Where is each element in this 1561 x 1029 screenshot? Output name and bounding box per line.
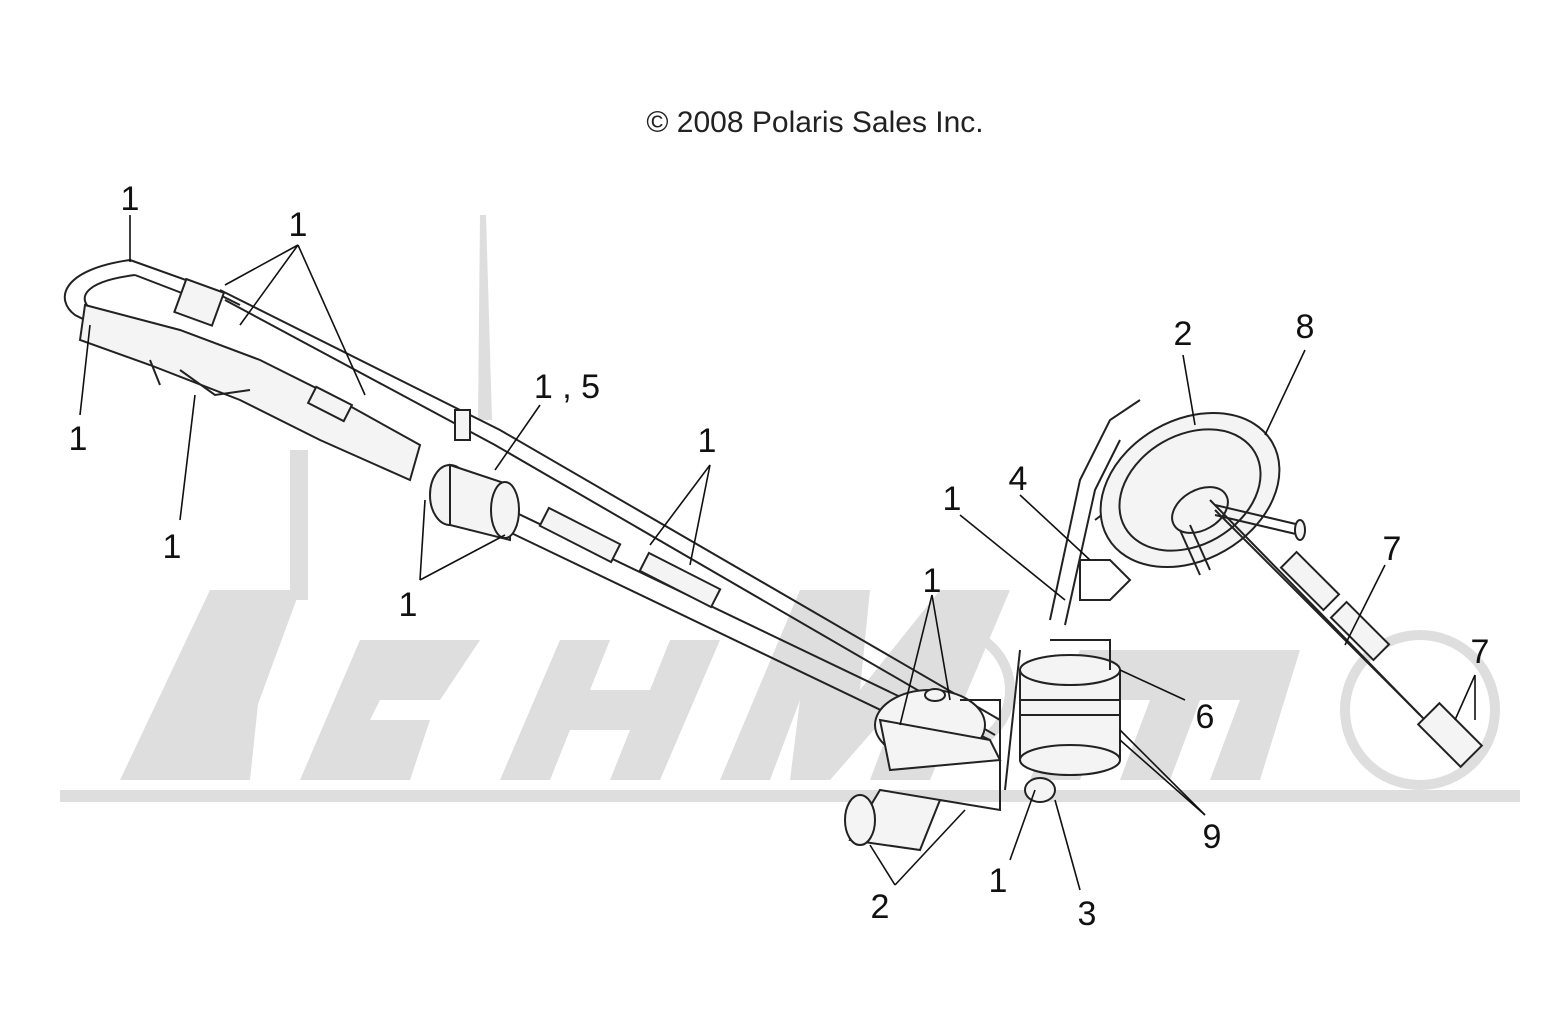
- leader-lines: [79, 215, 1476, 891]
- callout-label: 1: [989, 862, 1008, 900]
- callout-label: 2: [1174, 315, 1193, 353]
- callout-label: 1: [923, 562, 942, 600]
- inline-filter: [429, 409, 520, 542]
- watermark-logo: [60, 215, 1520, 802]
- callout-label: 2: [871, 888, 890, 926]
- fuel-pump: [1004, 639, 1121, 803]
- callout-label: 1: [121, 180, 140, 218]
- callout-label: 1: [69, 420, 88, 458]
- callout-label: 7: [1383, 530, 1402, 568]
- callout-label: 1: [943, 480, 962, 518]
- wire-harness: [1209, 499, 1484, 769]
- callout-label: 4: [1009, 460, 1028, 498]
- callout-label: 1 , 5: [534, 368, 600, 406]
- callout-label: 1: [399, 586, 418, 624]
- callout-label: 9: [1203, 818, 1222, 856]
- pump-motor-assembly: [844, 688, 1002, 852]
- copyright-text: © 2008 Polaris Sales Inc.: [646, 106, 983, 139]
- main-fuel-line: [219, 289, 1001, 761]
- callout-label: 1: [163, 528, 182, 566]
- callout-label: 1: [289, 206, 308, 244]
- wire-connector: [1416, 701, 1484, 769]
- callouts: 1 1 1 1 1 , 5 1 1 1 1 1 2 8 4 7 7 6 9 2 …: [69, 180, 1490, 933]
- callout-label: 8: [1296, 308, 1315, 346]
- callout-label: 3: [1078, 895, 1097, 933]
- callout-label: 6: [1196, 698, 1215, 736]
- callout-label: 1: [698, 422, 717, 460]
- filter-housing: [78, 277, 422, 482]
- callout-label: 7: [1471, 633, 1490, 671]
